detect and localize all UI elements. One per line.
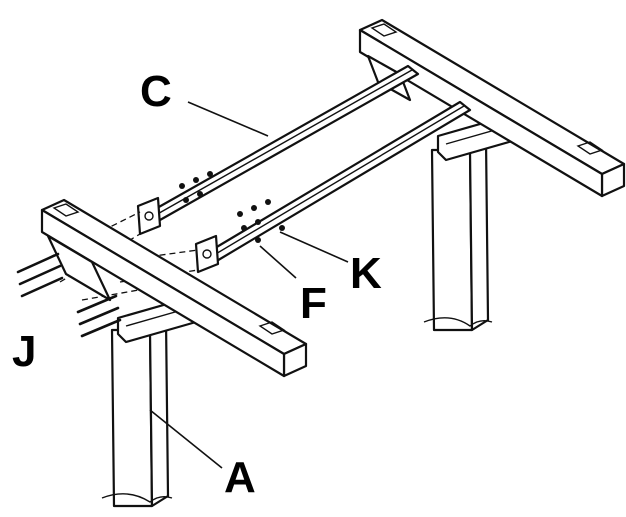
callout-c-side-rail: C [140, 67, 172, 116]
callout-f-fastener: F [300, 279, 327, 328]
leader-lines [149, 101, 349, 469]
callout-a-leg: A [224, 453, 256, 502]
callout-j-screws: J [12, 327, 37, 376]
callout-k-fastener: K [350, 249, 382, 298]
left-leg [101, 318, 173, 508]
rail-plate-upper [136, 196, 162, 236]
right-leg [423, 138, 493, 332]
right-cross-beam [358, 18, 626, 198]
side-rail-upper [148, 64, 420, 222]
screws-j [16, 252, 122, 338]
rail-plate-lower [194, 234, 220, 274]
left-cross-beam [40, 198, 308, 378]
fasteners [179, 171, 285, 243]
